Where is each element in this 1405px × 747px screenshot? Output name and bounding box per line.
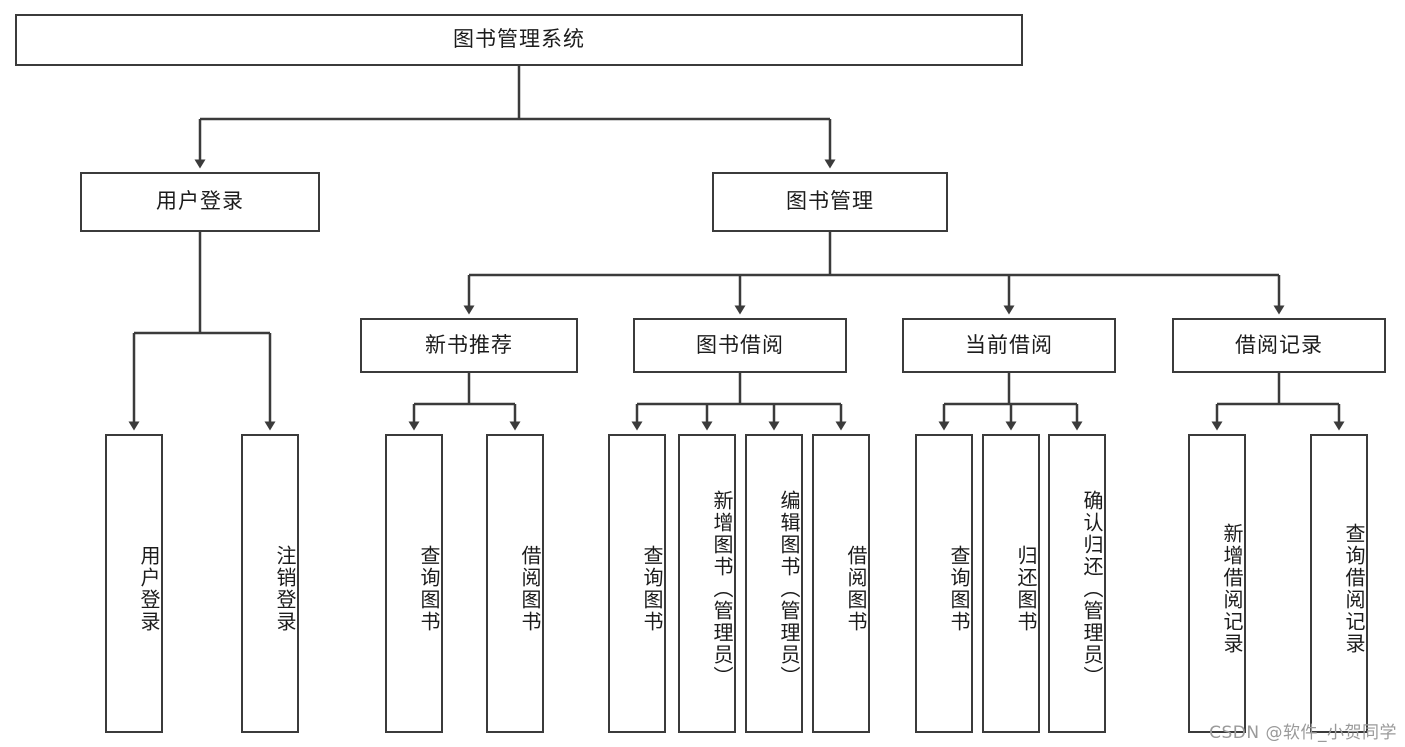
- node-label: 新增借阅记录: [1220, 522, 1244, 655]
- node-leaf13[interactable]: 查询借阅记录: [1310, 434, 1368, 733]
- node-leaf3[interactable]: 查询图书: [385, 434, 443, 733]
- node-login[interactable]: 用户登录: [80, 172, 320, 232]
- node-leaf12[interactable]: 新增借阅记录: [1188, 434, 1246, 733]
- node-newbook[interactable]: 新书推荐: [360, 318, 578, 373]
- node-label: 查询图书: [947, 544, 971, 633]
- node-label: 图书管理: [786, 189, 874, 214]
- node-leaf1[interactable]: 用户登录: [105, 434, 163, 733]
- node-records[interactable]: 借阅记录: [1172, 318, 1386, 373]
- node-leaf9[interactable]: 查询图书: [915, 434, 973, 733]
- node-leaf8[interactable]: 借阅图书: [812, 434, 870, 733]
- node-leaf10[interactable]: 归还图书: [982, 434, 1040, 733]
- node-label: 编辑图书（管理员）: [777, 489, 801, 688]
- node-borrow[interactable]: 图书借阅: [633, 318, 847, 373]
- node-label: 新书推荐: [425, 332, 513, 357]
- node-label: 图书管理系统: [453, 27, 585, 52]
- node-label: 注销登录: [273, 544, 297, 633]
- node-label: 查询图书: [640, 544, 664, 633]
- node-label: 用户登录: [137, 544, 161, 633]
- node-current[interactable]: 当前借阅: [902, 318, 1116, 373]
- node-label: 图书借阅: [696, 332, 784, 357]
- node-leaf11[interactable]: 确认归还（管理员）: [1048, 434, 1106, 733]
- node-label: 借阅图书: [844, 544, 868, 633]
- node-leaf4[interactable]: 借阅图书: [486, 434, 544, 733]
- node-label: 查询借阅记录: [1342, 522, 1366, 655]
- node-label: 归还图书: [1014, 544, 1038, 633]
- watermark: CSDN @软件_小贺同学: [1209, 723, 1397, 743]
- node-label: 查询图书: [417, 544, 441, 633]
- node-root[interactable]: 图书管理系统: [15, 14, 1023, 66]
- node-label: 新增图书（管理员）: [710, 489, 734, 688]
- node-leaf2[interactable]: 注销登录: [241, 434, 299, 733]
- node-label: 用户登录: [156, 189, 244, 214]
- node-bookmgmt[interactable]: 图书管理: [712, 172, 948, 232]
- node-label: 借阅记录: [1235, 332, 1323, 357]
- node-label: 借阅图书: [518, 544, 542, 633]
- node-label: 当前借阅: [965, 332, 1053, 357]
- node-leaf5[interactable]: 查询图书: [608, 434, 666, 733]
- node-leaf7[interactable]: 编辑图书（管理员）: [745, 434, 803, 733]
- node-label: 确认归还（管理员）: [1080, 489, 1104, 688]
- node-leaf6[interactable]: 新增图书（管理员）: [678, 434, 736, 733]
